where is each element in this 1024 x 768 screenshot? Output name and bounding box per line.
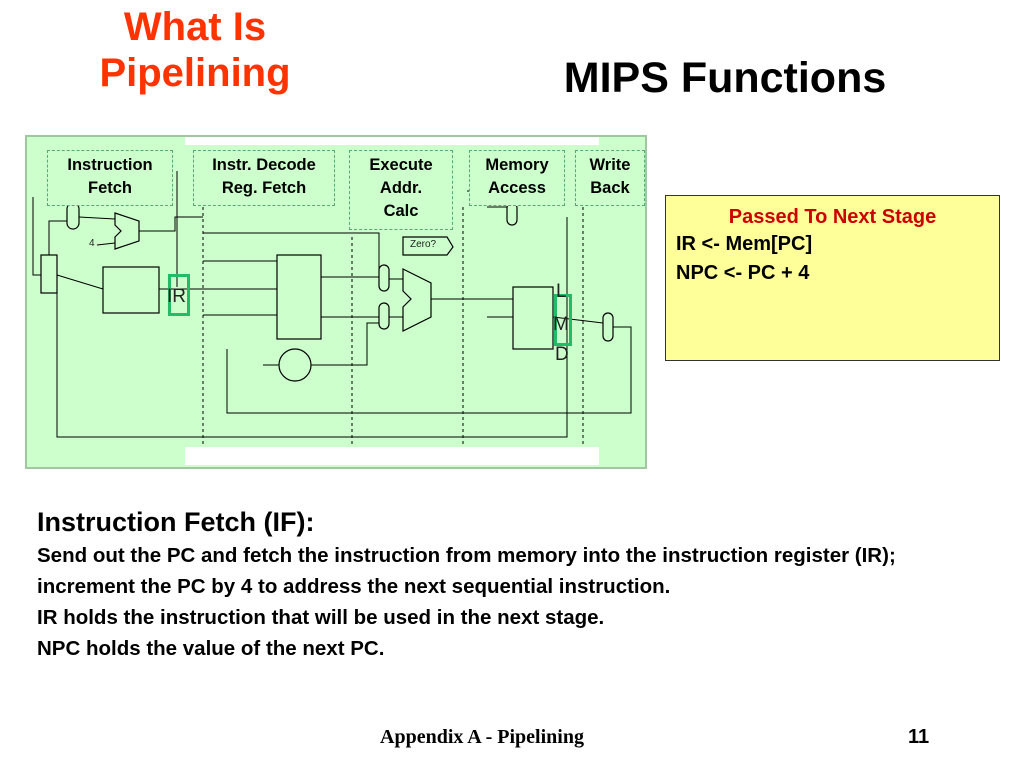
wb-mux [602,312,614,342]
ir-register-box [168,274,190,316]
pc-register [40,254,58,294]
corner-title-line2: Pipelining [99,51,291,95]
top-strip [185,137,599,145]
sign-extend [278,348,312,382]
stage-label: Instruction Fetch [67,156,153,197]
stage-write-back: Write Back [575,150,645,206]
corner-title-line1: What Is [123,5,267,49]
ir-register-label: IR [167,286,186,307]
body-text: Instruction Fetch (IF): Send out the PC … [37,504,997,664]
lmd-label-m: M [553,314,569,335]
stage-label: Execute Addr. Calc [369,156,433,220]
pc-adder [114,212,140,250]
passed-to-next-stage-box: Passed To Next Stage IR <- Mem[PC] NPC <… [665,195,1000,361]
stage-memory-access: Memory Access [469,150,565,206]
page-number: 11 [908,726,930,748]
bottom-strip [185,447,599,465]
instruction-memory [102,266,160,314]
data-memory [512,286,554,350]
stage-label: Write Back [589,156,631,197]
zero-test-label: Zero? [410,239,437,250]
body-paragraph: Send out the PC and fetch the instructio… [37,544,896,598]
components [40,202,614,382]
page-title: MIPS Functions [563,54,887,102]
lmd-register-box [554,294,572,346]
stage-instr-decode: Instr. Decode Reg. Fetch [193,150,335,206]
body-heading: Instruction Fetch (IF): [37,507,315,537]
passed-line-npc: NPC <- PC + 4 [676,262,810,284]
pc-mux [66,202,80,230]
stage-instruction-fetch: Instruction Fetch [47,150,173,206]
body-paragraph: NPC holds the value of the next PC. [37,637,385,660]
constant-four-label: 4 [89,238,95,249]
stage-execute: Execute Addr. Calc [349,150,453,230]
stage-separators [202,207,584,447]
lmd-label-l: L [556,281,567,302]
passed-line-ir: IR <- Mem[PC] [676,233,813,255]
mips-datapath-diagram: Instruction Fetch Instr. Decode Reg. Fet… [25,135,647,469]
body-paragraph: IR holds the instruction that will be us… [37,606,605,629]
corner-title: What Is Pipelining [40,4,350,96]
mem-mux [506,202,518,226]
register-file [276,254,322,340]
alu [402,268,432,332]
stage-label: Memory Access [485,156,549,197]
lmd-label-d: D [555,344,569,365]
zero-test [402,236,454,256]
passed-box-title: Passed To Next Stage [728,206,937,228]
alu-mux-b [378,302,390,330]
footer-text: Appendix A - Pipelining [380,726,584,748]
wires [32,171,632,438]
alu-mux-a [378,264,390,292]
datapath-wiring [32,137,632,465]
stage-label: Instr. Decode Reg. Fetch [212,156,316,197]
